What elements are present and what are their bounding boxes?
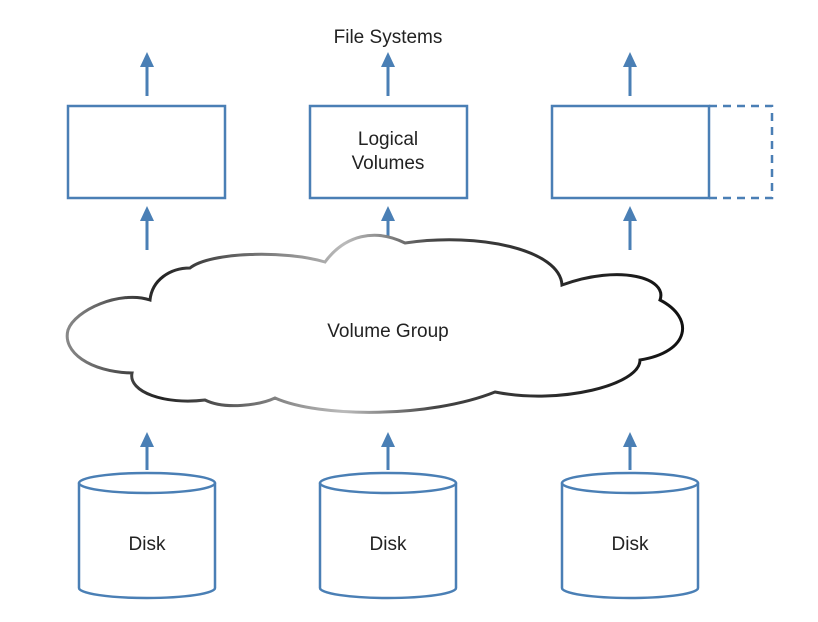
up-arrow-icon bbox=[381, 432, 395, 470]
disk-label: Disk bbox=[612, 534, 649, 555]
logical-volume-extension-dashed bbox=[709, 104, 774, 200]
logical-volumes-label-line1: Logical bbox=[358, 129, 418, 150]
disk-label: Disk bbox=[129, 534, 166, 555]
logical-volumes-label-line2: Volumes bbox=[352, 153, 425, 174]
up-arrow-icon bbox=[140, 432, 154, 470]
up-arrow-icon bbox=[623, 206, 637, 250]
logical-volume-box bbox=[308, 104, 469, 200]
file-systems-label: File Systems bbox=[334, 27, 443, 48]
volume-group-label: Volume Group bbox=[327, 321, 448, 342]
bottom-arrows bbox=[140, 432, 637, 470]
disk-cylinder-icon bbox=[77, 471, 217, 600]
disk-cylinder-icon bbox=[318, 471, 458, 600]
up-arrow-icon bbox=[623, 52, 637, 96]
disk-cylinder-icon bbox=[560, 471, 700, 600]
up-arrow-icon bbox=[140, 52, 154, 96]
up-arrow-icon bbox=[381, 52, 395, 96]
up-arrow-icon bbox=[623, 432, 637, 470]
disk-label: Disk bbox=[370, 534, 407, 555]
logical-volumes bbox=[66, 104, 774, 200]
logical-volume-box bbox=[66, 104, 227, 200]
top-arrows bbox=[140, 52, 637, 96]
up-arrow-icon bbox=[140, 206, 154, 250]
logical-volume-box bbox=[550, 104, 711, 200]
volume-group-cloud bbox=[65, 233, 685, 414]
